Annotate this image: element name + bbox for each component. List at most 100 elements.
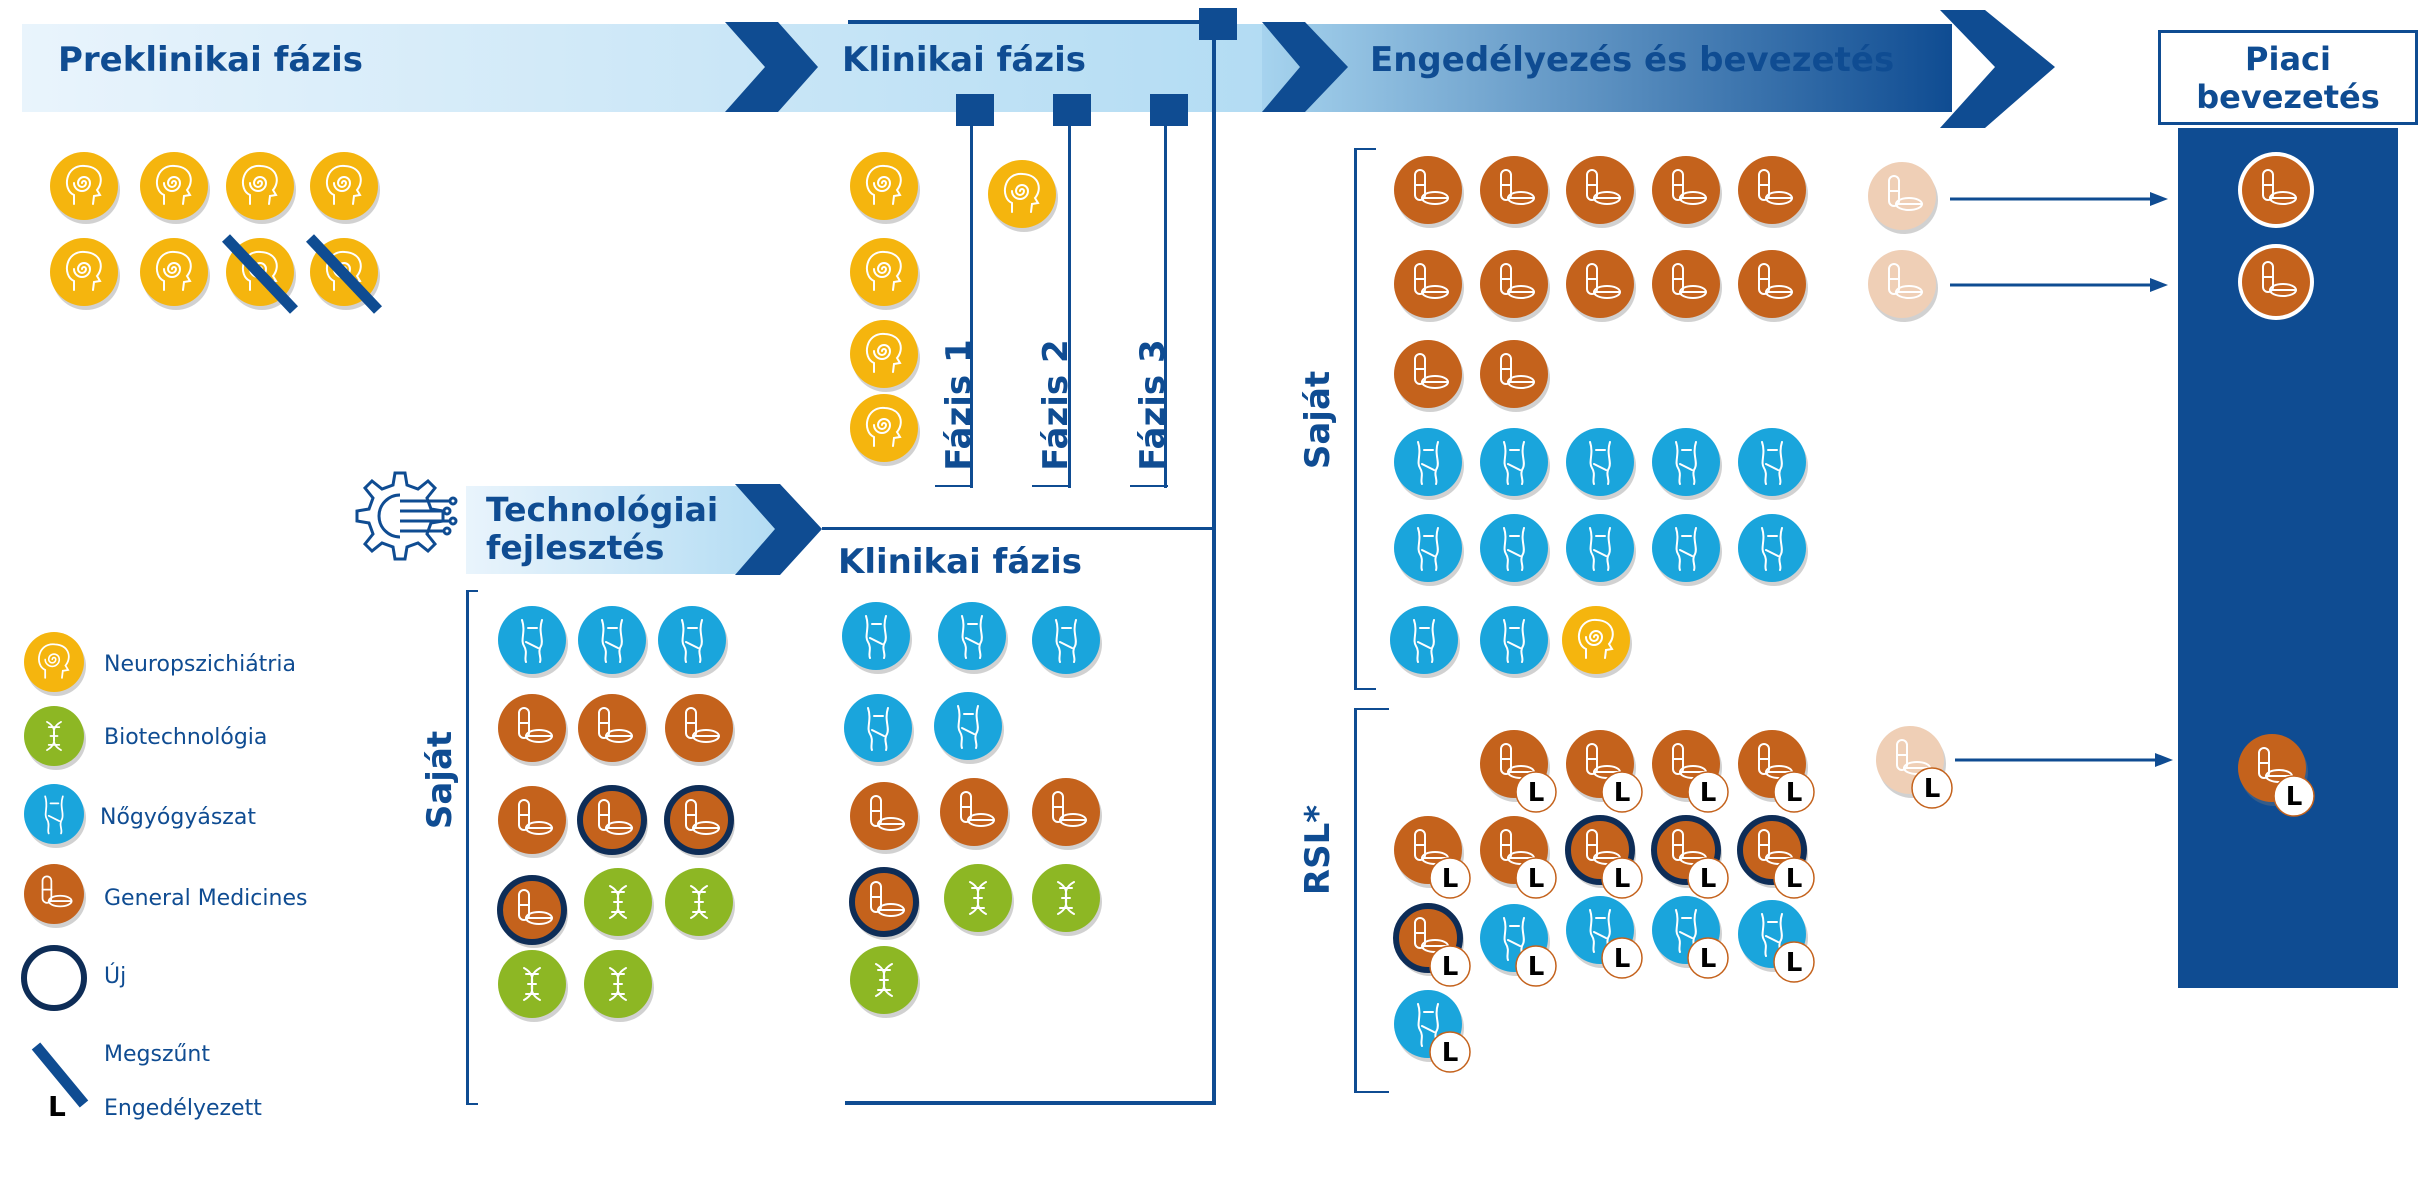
engedelyezes-sajat-circle-3 [1566, 156, 1636, 228]
engedelyezes-sajat-circle-1 [1394, 156, 1464, 228]
preklinikai-circle-5 [50, 238, 120, 310]
engedelyezes-rsl-circle-2: L [1566, 730, 1643, 813]
engedelyezes-rsl-circle-8: L [1651, 815, 1729, 899]
engedelyezes-rsl-circle-4-approved-badge: L [1773, 771, 1815, 813]
transition-arrows [1950, 192, 2173, 767]
preklinikai-circle-8 [306, 234, 382, 314]
engedelyezes-rsl-circle-13: L [1652, 896, 1729, 979]
engedelyezes-sajat-circle-5 [1738, 156, 1808, 228]
engedelyezes-sajat-circle-14 [1480, 428, 1550, 500]
klinikai-bottom-title: Klinikai fázis [838, 542, 1082, 582]
engedelyezes-rsl-circle-10: L [1393, 903, 1471, 987]
technologiai-fejlesztes-circle-2 [578, 606, 648, 678]
fazis-1-circle-4 [850, 394, 920, 466]
sajat-right-bracket-top [1354, 148, 1376, 150]
atmenet-circle-3: L [1876, 726, 1953, 809]
technologiai-fejlesztes-circle-5 [578, 694, 648, 766]
technologiai-fejlesztes-circle-7 [498, 786, 568, 858]
atmenet-circle-3-approved-badge: L [1911, 767, 1953, 809]
svg-text:L: L [1786, 948, 1803, 978]
connector-square-top [1199, 8, 1237, 40]
legend-swatches [21, 632, 89, 1108]
preklinikai-circle-3 [226, 152, 296, 224]
preklinikai-circle-2 [140, 152, 210, 224]
piaci-bevezetes-circle-2 [2238, 244, 2314, 320]
legend-label-bio: Biotechnológia [104, 725, 268, 750]
engedelyezes-rsl-circle-1-approved-badge: L [1515, 771, 1557, 813]
piaci-bevezetes-circle-1 [2238, 152, 2314, 228]
engedelyezes-sajat-circle-9 [1652, 250, 1722, 322]
engedelyezes-rsl-circle-13-approved-badge: L [1687, 937, 1729, 979]
engedelyezes-sajat-circle-6 [1394, 250, 1464, 322]
fazis-2-bracket-foot [1032, 485, 1070, 487]
phase-chevron-1 [725, 22, 818, 112]
legend-swatch-gm [24, 864, 86, 928]
technologiai-fejlesztes-circle-3 [658, 606, 728, 678]
sajat-left-bracket-top [466, 590, 478, 592]
legend-swatch-bio [24, 706, 86, 770]
klinikai-fazis-bottom-circle-8 [1032, 778, 1102, 850]
sajat-left-bracket-bottom [466, 1103, 478, 1105]
technologiai-fejlesztes-circle-8 [577, 785, 648, 858]
phase-chevron-2 [1262, 22, 1348, 112]
engedelyezes-rsl-circle-10-approved-badge: L [1429, 945, 1471, 987]
engedelyezes-rsl-circle-7: L [1565, 815, 1643, 899]
bottom-horizontal-line [845, 1101, 1215, 1105]
technologiai-fejlesztes-circle-14 [584, 950, 654, 1022]
preklinikai-circle-1 [50, 152, 120, 224]
svg-text:L: L [1442, 864, 1459, 894]
technologiai-title-line2: fejlesztés [486, 528, 665, 567]
engedelyezes-sajat-circle-15 [1566, 428, 1636, 500]
klinikai-fazis-bottom-circle-7 [940, 778, 1010, 850]
engedelyezes-rsl-circle-7-approved-badge: L [1601, 857, 1643, 899]
engedelyezes-sajat-circle-11 [1394, 340, 1464, 412]
rsl-bracket-top [1354, 708, 1389, 710]
engedelyezes-sajat-circle-18 [1394, 514, 1464, 586]
gear-circuit-icon [355, 471, 458, 561]
engedelyezes-rsl-circle-12: L [1566, 896, 1643, 979]
legend-swatch-neuro [24, 632, 86, 696]
engedelyezes-rsl-circle-12-approved-badge: L [1601, 937, 1643, 979]
svg-text:L: L [1442, 952, 1459, 982]
engedelyezes-rsl-circle-11-approved-badge: L [1515, 945, 1557, 987]
engedelyezes-sajat-circle-25 [1562, 606, 1632, 678]
legend-label-neuro: Neuropszichiátria [104, 652, 296, 677]
fazis-1-bracket-foot [935, 485, 973, 487]
klinikai-fazis-bottom-circle-6 [850, 782, 920, 854]
legend-approved-glyph: L [48, 1090, 66, 1123]
sajat-right-bracket-bottom [1354, 688, 1376, 690]
fazis-1-marker [956, 94, 994, 126]
fazis-1-circle-2 [850, 238, 920, 310]
engedelyezes-title: Engedélyezés és bevezetés [1370, 40, 1895, 80]
klinikai-top-line [848, 20, 1218, 24]
klinikai-fazis-bottom-circle-4 [844, 694, 914, 766]
technologiai-bar [466, 486, 776, 574]
svg-text:L: L [1614, 864, 1631, 894]
technologiai-fejlesztes-circle-12 [665, 868, 735, 940]
tech-horizontal-line [822, 527, 1214, 530]
engedelyezes-rsl-circle-14: L [1738, 900, 1815, 983]
piaci-bevezetes-circle-3-approved-badge: L [2273, 775, 2315, 817]
legend-swatch-new [21, 945, 87, 1011]
legend-label-approved: Engedélyezett [104, 1096, 262, 1121]
engedelyezes-sajat-circle-7 [1480, 250, 1550, 322]
sajat-left-bracket [466, 590, 469, 1105]
svg-text:L: L [1924, 774, 1941, 804]
engedelyezes-sajat-circle-16 [1652, 428, 1722, 500]
legend-label-new: Új [104, 964, 127, 989]
svg-text:L: L [1528, 952, 1545, 982]
svg-text:L: L [1442, 1038, 1459, 1068]
engedelyezes-rsl-circle-15-approved-badge: L [1429, 1031, 1471, 1073]
svg-text:L: L [1528, 778, 1545, 808]
engedelyezes-rsl-circle-4: L [1738, 730, 1815, 813]
svg-text:L: L [1614, 778, 1631, 808]
technologiai-fejlesztes-circle-4 [498, 694, 568, 766]
rsl-bracket-bottom [1354, 1091, 1389, 1093]
engedelyezes-sajat-circle-4 [1652, 156, 1722, 228]
diagram-background [22, 10, 2055, 575]
engedelyezes-rsl-circle-1: L [1480, 730, 1557, 813]
preklinikai-circle-6 [140, 238, 210, 310]
fazis-2-bracket [1068, 120, 1071, 488]
engedelyezes-rsl-circle-3-approved-badge: L [1687, 771, 1729, 813]
